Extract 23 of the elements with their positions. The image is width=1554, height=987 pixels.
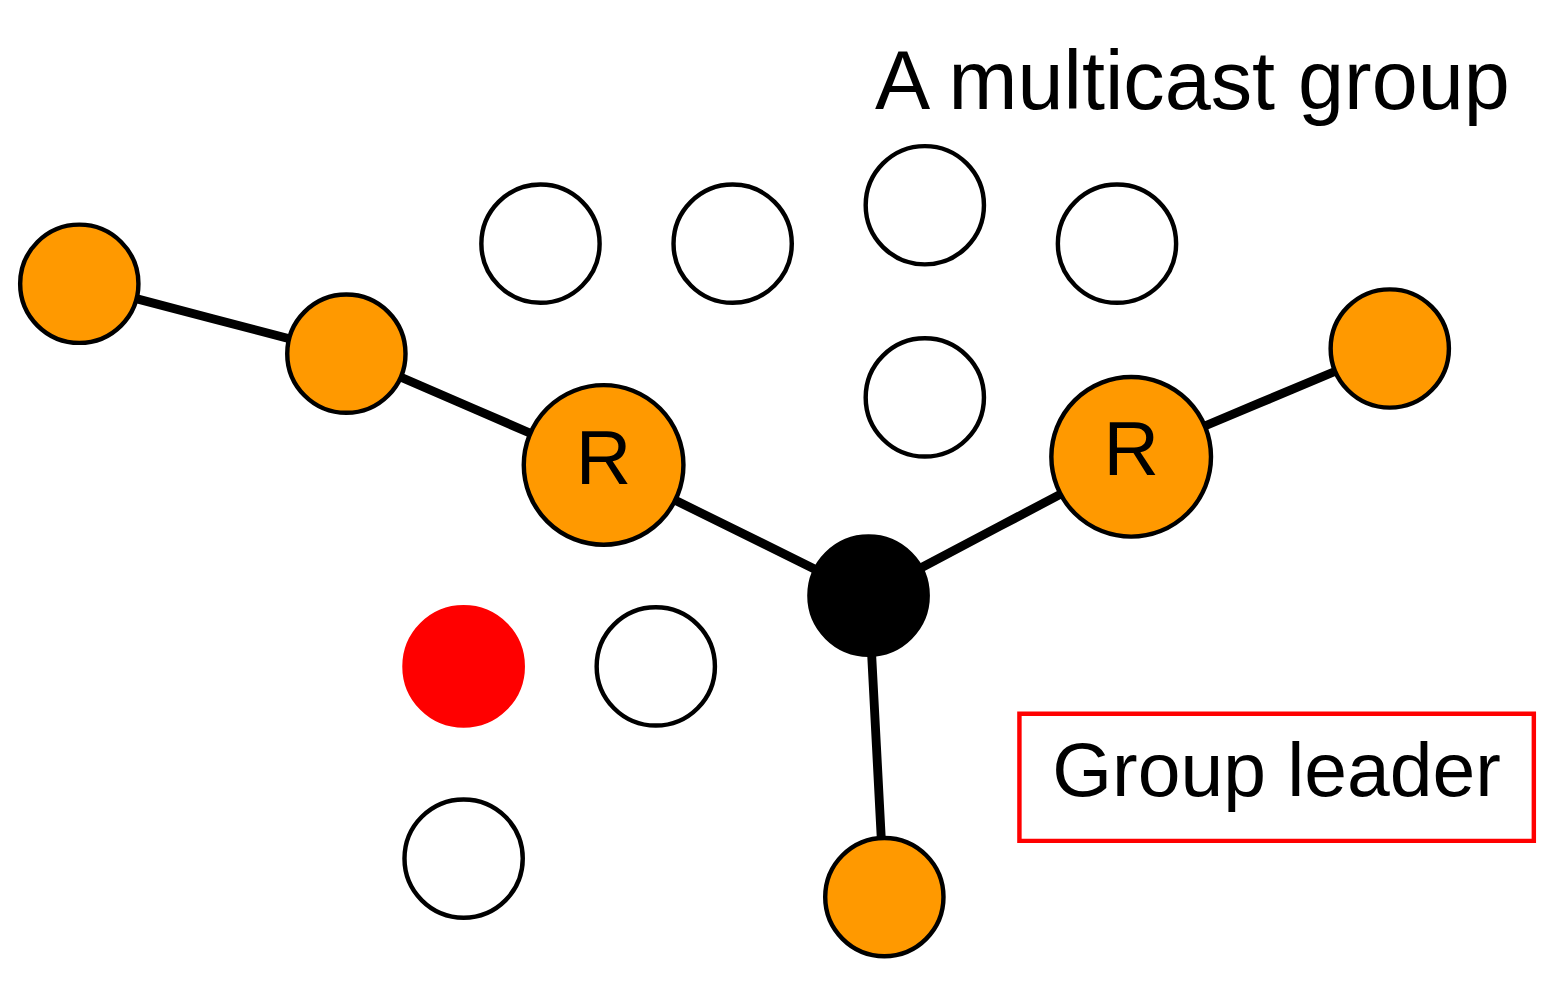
node-circle bbox=[402, 797, 525, 920]
node-circle bbox=[402, 605, 525, 728]
node-circle bbox=[1055, 182, 1179, 306]
node-circle bbox=[479, 182, 602, 306]
node-circle bbox=[285, 292, 408, 415]
node-circle bbox=[671, 182, 794, 306]
node-circle bbox=[1328, 287, 1452, 410]
node-circle bbox=[863, 336, 987, 459]
connector bbox=[136, 294, 290, 343]
diagram-title: A multicast group bbox=[874, 33, 1510, 127]
connector bbox=[919, 490, 1063, 572]
node-box: Group leader bbox=[1017, 711, 1537, 844]
node-circle bbox=[807, 534, 930, 657]
node-circle bbox=[863, 143, 987, 267]
node-circle: R bbox=[521, 382, 686, 547]
node-circle bbox=[17, 222, 141, 346]
connector bbox=[1204, 367, 1337, 430]
connector bbox=[867, 654, 886, 838]
connector bbox=[673, 496, 817, 574]
node-circle bbox=[594, 605, 718, 728]
connector bbox=[399, 373, 531, 437]
node-circle: R bbox=[1049, 374, 1214, 539]
node-circle bbox=[823, 835, 946, 959]
